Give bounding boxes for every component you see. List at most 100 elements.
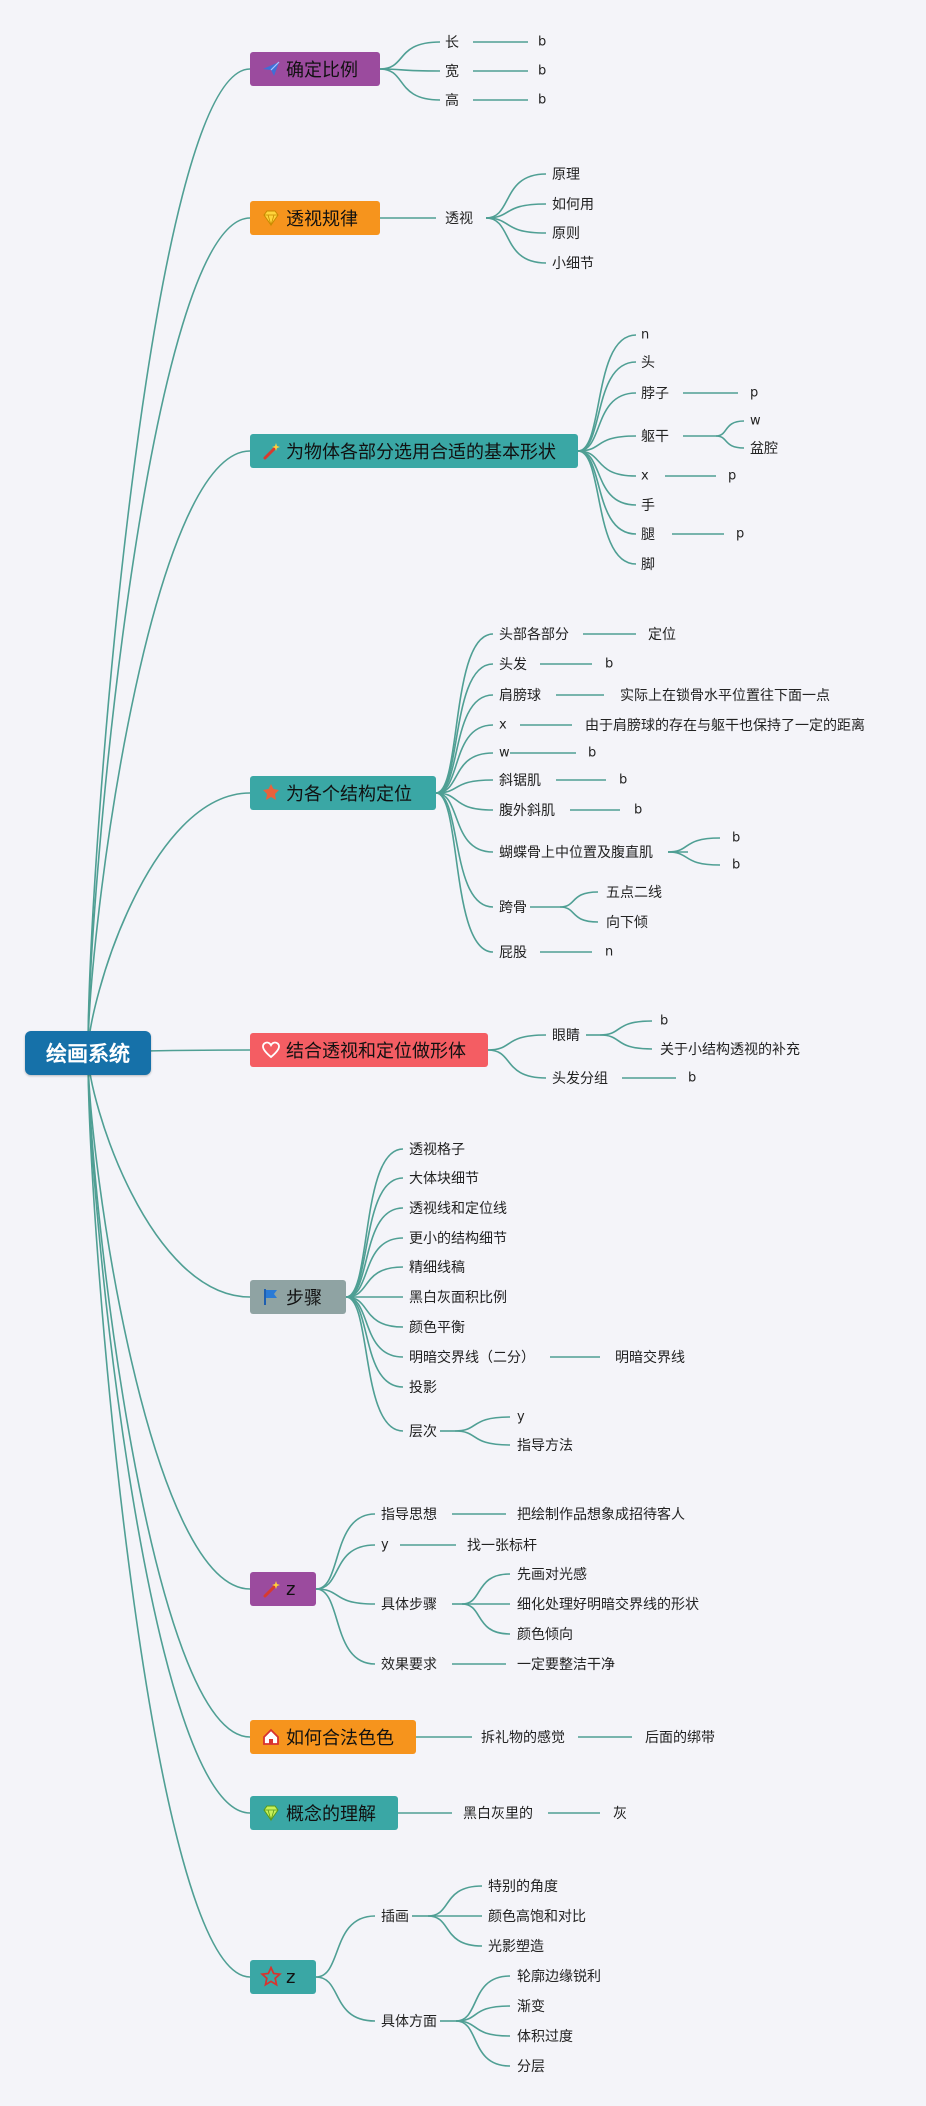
topic-node[interactable]: b: [538, 63, 547, 79]
topic-node[interactable]: 灰: [613, 1806, 627, 1822]
topic-node[interactable]: b: [619, 772, 628, 788]
topic-node[interactable]: 光影塑造: [488, 1939, 544, 1955]
topic-node[interactable]: 盆腔: [750, 441, 778, 457]
topic-node[interactable]: p: [728, 468, 737, 484]
topic-node[interactable]: 躯干: [641, 429, 669, 445]
topic-node[interactable]: 原理: [552, 167, 580, 183]
topic-node[interactable]: 高: [445, 93, 459, 109]
topic-node[interactable]: 手: [641, 498, 655, 514]
topic-node[interactable]: 颜色高饱和对比: [488, 1909, 586, 1925]
topic-node[interactable]: 透视: [445, 211, 473, 227]
topic-node[interactable]: 宽: [445, 64, 459, 80]
branch-structure-positioning[interactable]: 为各个结构定位: [250, 776, 436, 810]
topic-node[interactable]: y: [517, 1409, 525, 1425]
topic-node[interactable]: 蝴蝶骨上中位置及腹直肌: [499, 845, 653, 861]
topic-node[interactable]: 透视线和定位线: [409, 1201, 507, 1217]
topic-node[interactable]: 向下倾: [606, 915, 648, 931]
topic-node[interactable]: 跨骨: [499, 900, 527, 916]
topic-node[interactable]: b: [605, 656, 614, 672]
topic-node[interactable]: 体积过度: [517, 2029, 573, 2045]
topic-node[interactable]: 五点二线: [606, 885, 662, 901]
branch-z-guidance[interactable]: z: [250, 1572, 316, 1606]
topic-node[interactable]: x: [641, 468, 649, 484]
topic-node[interactable]: 腿: [641, 527, 655, 543]
topic-node[interactable]: b: [538, 92, 547, 108]
topic-node[interactable]: 关于小结构透视的补充: [660, 1042, 800, 1058]
topic-node[interactable]: 指导方法: [517, 1438, 573, 1454]
branch-concept[interactable]: 概念的理解: [250, 1796, 398, 1830]
topic-node[interactable]: 轮廓边缘锐利: [517, 1969, 601, 1985]
topic-node[interactable]: 投影: [409, 1380, 437, 1396]
topic-node[interactable]: x: [499, 717, 507, 733]
topic-node[interactable]: 如何用: [552, 197, 594, 213]
topic-node[interactable]: 插画: [381, 1909, 409, 1925]
topic-node[interactable]: 颜色倾向: [517, 1627, 573, 1643]
branch-perspective[interactable]: 透视规律: [250, 201, 380, 235]
topic-node[interactable]: 腹外斜肌: [499, 803, 555, 819]
topic-node[interactable]: 特别的角度: [488, 1879, 558, 1895]
topic-node[interactable]: 斜锯肌: [499, 773, 541, 789]
topic-node[interactable]: n: [641, 327, 650, 343]
branch-proportion[interactable]: 确定比例: [250, 52, 380, 86]
topic-node[interactable]: 指导思想: [381, 1507, 437, 1523]
topic-node[interactable]: 分层: [517, 2059, 545, 2075]
branch-basic-shapes[interactable]: 为物体各部分选用合适的基本形状: [250, 434, 578, 468]
topic-node[interactable]: 屁股: [499, 945, 527, 961]
topic-node[interactable]: 肩膀球: [499, 688, 541, 704]
branch-steps[interactable]: 步骤: [250, 1280, 346, 1314]
branch-coloring[interactable]: 如何合法色色: [250, 1720, 416, 1754]
topic-node[interactable]: 定位: [648, 627, 676, 643]
topic-node[interactable]: b: [732, 830, 741, 846]
topic-node[interactable]: 更小的结构细节: [409, 1231, 507, 1247]
topic-node[interactable]: y: [381, 1537, 389, 1553]
topic-node[interactable]: 具体步骤: [381, 1597, 437, 1613]
topic-node[interactable]: w: [750, 413, 761, 429]
topic-node[interactable]: 由于肩膀球的存在与躯干也保持了一定的距离: [585, 718, 865, 734]
topic-node[interactable]: 具体方面: [381, 2014, 437, 2030]
topic-node[interactable]: b: [660, 1013, 669, 1029]
topic-node[interactable]: 拆礼物的感觉: [481, 1730, 565, 1746]
topic-node[interactable]: 黑白灰里的: [463, 1806, 533, 1822]
topic-node[interactable]: p: [750, 385, 759, 401]
topic-node[interactable]: 明暗交界线（二分）: [409, 1350, 535, 1366]
topic-node[interactable]: 头部各部分: [499, 627, 569, 643]
branch-form-building[interactable]: 结合透视和定位做形体: [250, 1033, 488, 1067]
topic-node[interactable]: 头发: [499, 657, 527, 673]
topic-node[interactable]: 原则: [552, 226, 580, 242]
topic-node[interactable]: 大体块细节: [409, 1171, 479, 1187]
topic-node[interactable]: w: [499, 745, 510, 761]
topic-node[interactable]: p: [736, 526, 745, 542]
topic-node[interactable]: b: [732, 857, 741, 873]
topic-node[interactable]: 长: [445, 35, 459, 51]
branch-z-illustration[interactable]: z: [250, 1960, 316, 1994]
root-node[interactable]: 绘画系统: [25, 1031, 151, 1075]
connector-curve: [461, 1573, 511, 1605]
topic-node[interactable]: 精细线稿: [409, 1260, 465, 1276]
topic-node[interactable]: b: [688, 1070, 697, 1086]
topic-node[interactable]: 先画对光感: [517, 1567, 587, 1583]
topic-node[interactable]: b: [634, 802, 643, 818]
topic-node[interactable]: 细化处理好明暗交界线的形状: [517, 1597, 699, 1613]
topic-node[interactable]: 脖子: [641, 386, 669, 402]
topic-node[interactable]: n: [605, 944, 614, 960]
connector-curve: [577, 361, 637, 452]
topic-node[interactable]: 头: [641, 355, 655, 371]
topic-node[interactable]: 透视格子: [409, 1142, 465, 1158]
topic-node[interactable]: 明暗交界线: [615, 1350, 685, 1366]
topic-node[interactable]: 层次: [409, 1424, 437, 1440]
topic-node[interactable]: 实际上在锁骨水平位置往下面一点: [620, 688, 830, 704]
topic-node[interactable]: 小细节: [552, 256, 594, 272]
topic-node[interactable]: 头发分组: [552, 1071, 608, 1087]
topic-node[interactable]: 找一张标杆: [467, 1538, 537, 1554]
topic-node[interactable]: 渐变: [517, 1999, 545, 2015]
topic-node[interactable]: 颜色平衡: [409, 1320, 465, 1336]
topic-node[interactable]: 把绘制作品想象成招待客人: [517, 1507, 685, 1523]
topic-node[interactable]: 后面的绑带: [645, 1730, 715, 1746]
topic-node[interactable]: 效果要求: [381, 1657, 437, 1673]
topic-node[interactable]: 一定要整洁干净: [517, 1657, 615, 1673]
topic-node[interactable]: 脚: [641, 557, 655, 573]
topic-node[interactable]: b: [588, 745, 597, 761]
topic-node[interactable]: 眼睛: [552, 1028, 580, 1044]
topic-node[interactable]: 黑白灰面积比例: [409, 1290, 507, 1306]
topic-node[interactable]: b: [538, 34, 547, 50]
